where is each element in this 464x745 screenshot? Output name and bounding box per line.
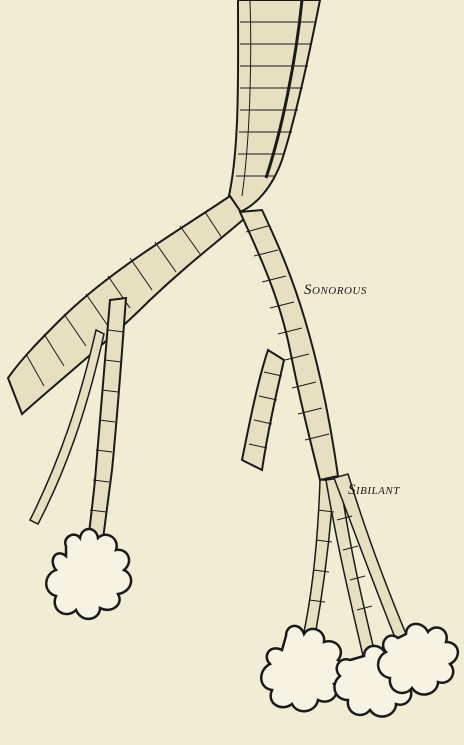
alveolus-left (46, 529, 131, 619)
alveolus-lower-left (261, 626, 346, 711)
left-bronchus (8, 196, 245, 414)
main-bronchus (228, 0, 320, 212)
lower-bronchiole-1 (300, 480, 334, 652)
small-branch-left (242, 350, 284, 470)
sonorous-label: Sonorous (304, 282, 367, 299)
sibilant-label: Sibilant (348, 482, 400, 499)
alveolus-lower-right (378, 624, 458, 695)
